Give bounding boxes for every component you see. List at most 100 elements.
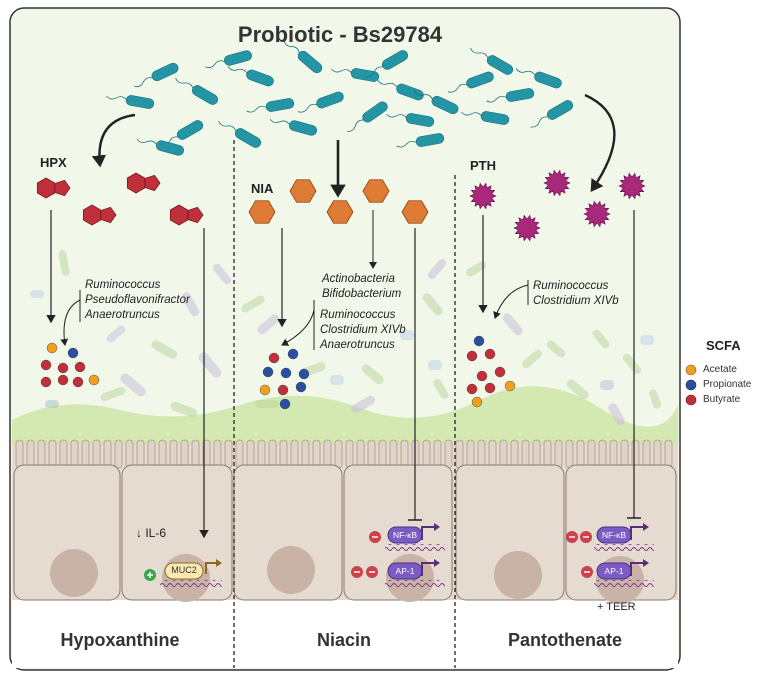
hpx-molecule [169,204,204,226]
probiotic-rod [447,71,494,93]
hpx-molecule [126,172,161,194]
probiotic-rod [297,91,344,113]
scfa-molecule [280,367,292,379]
scfa-molecule [471,396,483,408]
nia-bacteria: Ruminococcus Clostridium XIVb Anaerotrun… [320,309,406,351]
hpx-molecule [36,177,71,199]
microvillus [136,439,145,469]
probiotic-rod [461,111,510,125]
scfa-molecule [476,370,488,382]
scfa-molecule [298,368,310,380]
microvillus [235,439,244,469]
microvillus [576,439,585,469]
teer-label: + TEER [597,601,636,613]
microvillus [268,439,277,469]
microvillus [334,439,343,469]
microvillus [422,439,431,469]
muc2-gene [144,559,222,587]
scfa-molecule [57,362,69,374]
microvillus [444,439,453,469]
gut-bacteria [30,250,662,426]
microvillus [466,439,475,469]
scfa-molecule [72,376,84,388]
scfa-molecule [88,374,100,386]
microvillus [224,439,233,469]
microvillus [312,439,321,469]
scfa-molecule [466,383,478,395]
microvillus [378,439,387,469]
microvillus [400,439,409,469]
microvillus [114,439,123,469]
nia-molecule [362,179,390,203]
microvillus [290,439,299,469]
nia-bacteria-top: Actinobacteria Bifidobacterium [322,273,402,300]
nfkb-niacin [369,523,445,551]
pth-molecule [469,182,497,210]
ap1-pantothenate [581,559,654,587]
scfa-molecule [484,382,496,394]
probiotic-rod [134,62,179,88]
microvillus [367,439,376,469]
scfa-clusters [40,335,516,410]
nia-molecule [326,200,354,224]
scfa-molecule [40,376,52,388]
arrow-to-pth [584,93,616,192]
il6-label: ↓ IL-6 [136,526,167,540]
pth-molecule [513,214,541,242]
microvillus [477,439,486,469]
microvillus [455,439,464,469]
probiotic-rod [227,66,274,87]
arrow-to-hpx [91,113,136,168]
scfa-molecule [46,342,58,354]
scfa-molecule [40,359,52,371]
scfa-molecule [484,348,496,360]
probiotic-rod [515,68,562,89]
scfa-molecule [466,350,478,362]
probiotic-rod [175,77,219,105]
legend-propionate: Propionate [703,379,752,390]
microvillus [521,439,530,469]
microvillus [26,439,35,469]
microvillus [631,439,640,469]
microvillus [59,439,68,469]
microvillus [48,439,57,469]
legend-acetate-dot [685,364,697,376]
microvillus [125,439,134,469]
scfa-molecule [287,348,299,360]
pth-molecule [583,200,611,228]
cells [13,464,677,601]
scfa-molecule [262,366,274,378]
legend-propionate-dot [685,379,697,391]
microvillus [169,439,178,469]
probiotic-rod [218,120,262,148]
pth-molecules [469,169,646,242]
microvillus [345,439,354,469]
microvillus [543,439,552,469]
microvillus [587,439,596,469]
legend-butyrate: Butyrate [703,394,741,405]
legend-acetate: Acetate [703,364,737,375]
microvillus [389,439,398,469]
legend-title: SCFA [706,338,741,353]
nia-molecule [289,179,317,203]
microvillus [598,439,607,469]
microvillus [158,439,167,469]
nfkb-pantothenate [566,523,654,551]
scfa-molecule [494,366,506,378]
probiotic-rod [204,50,252,69]
nia-label: NIA [251,181,274,196]
pth-molecule [543,169,571,197]
column-title-pantothenate: Pantothenate [507,630,622,650]
muc2-label: MUC2 [171,565,197,575]
pth-label: PTH [470,158,496,173]
microvillus [279,439,288,469]
microvillus [609,439,618,469]
microvillus [565,439,574,469]
microvillus [15,439,24,469]
microvilli [15,439,673,469]
microvillus [356,439,365,469]
microvillus [433,439,442,469]
scfa-molecule [57,374,69,386]
microvillus [180,439,189,469]
